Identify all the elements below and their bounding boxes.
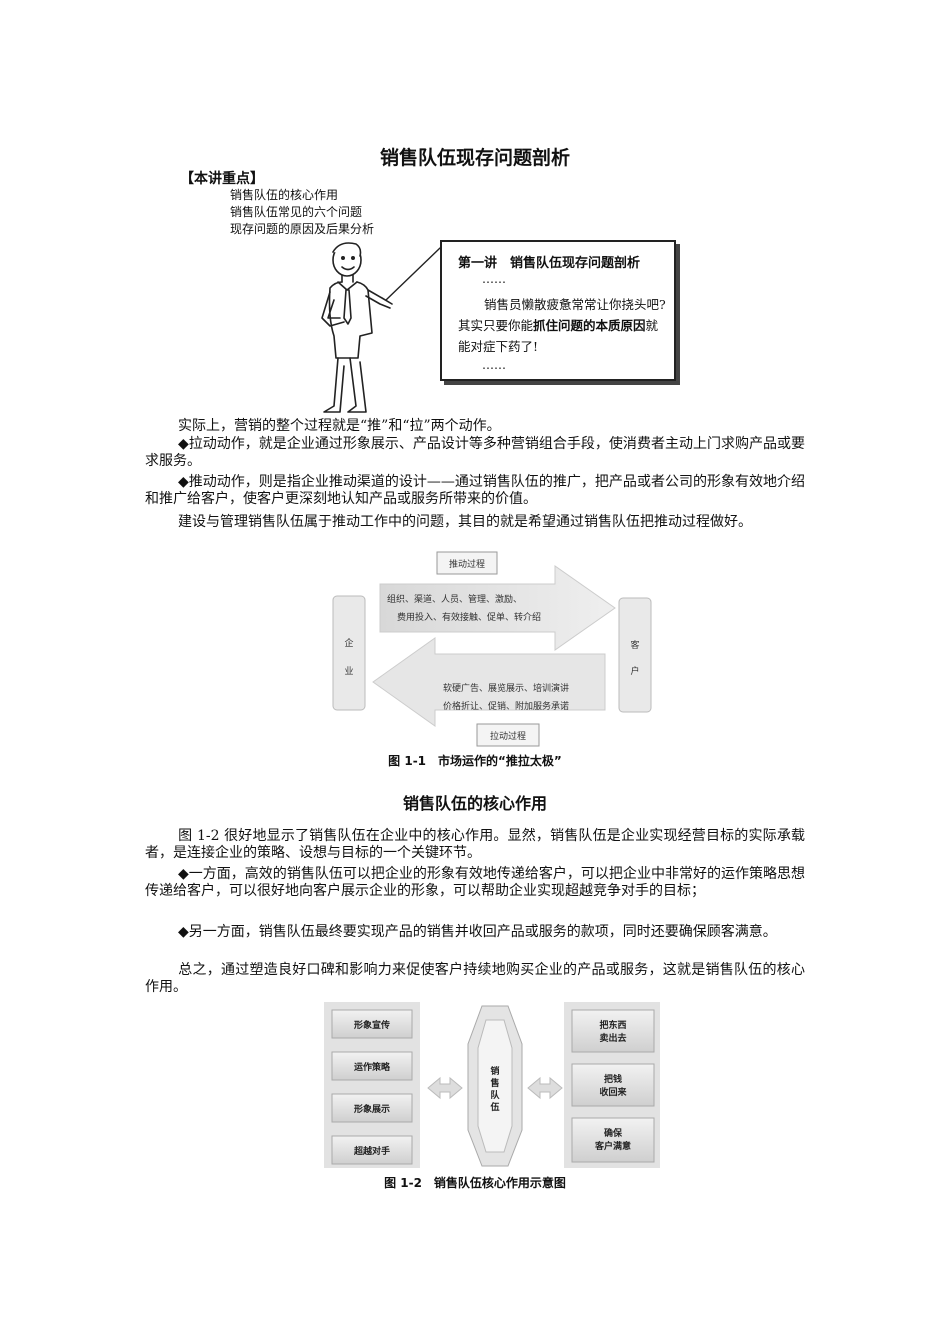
push-label-box: [436, 551, 498, 575]
pull-label-box: [476, 723, 540, 747]
left-boxes: [331, 1009, 413, 1165]
figure-caption: 图 1-2 销售队伍核心作用示意图: [384, 1176, 566, 1190]
left-item: 形象展示: [354, 1103, 390, 1115]
right-item: 客户满意: [594, 1140, 631, 1152]
double-arrow-icon: [527, 1076, 563, 1100]
lecture-slide-box: 第一讲 销售队伍现存问题剖析 …… 销售员懒散疲惫常常让你挠头吧?其实只要你能抓…: [440, 240, 676, 381]
center-char: 销: [490, 1065, 499, 1077]
pull-label: 拉动过程: [490, 730, 526, 742]
key-points-label: 【本讲重点】: [180, 171, 264, 187]
center-char: 队: [490, 1089, 500, 1101]
page-title: 销售队伍现存问题剖析: [379, 147, 570, 169]
slide-ellipsis: ……: [482, 272, 506, 286]
customer-label: 户: [630, 665, 639, 677]
sales-team-role-diagram: 形象宣传 运作策略 形象展示 超越对手 销 售 队 伍 把东西 卖出去 把钱 收…: [324, 1002, 660, 1168]
left-item: 超越对手: [353, 1145, 390, 1157]
paragraph: ◆拉动动作，就是企业通过形象展示、产品设计等多种营销组合手段，使消费者主动上门求…: [145, 436, 805, 469]
presenter-illustration: [321, 242, 441, 413]
push-detail: 组织、渠道、人员、管理、激励、: [387, 593, 522, 605]
paragraph: ◆另一方面，销售队伍最终要实现产品的销售并收回产品或服务的款项，同时还要确保顾客…: [178, 924, 777, 940]
paragraph: 总之，通过塑造良好口碑和影响力来促使客户持续地购买企业的产品或服务，这就是销售队…: [145, 962, 805, 995]
key-point-item: 现存问题的原因及后果分析: [230, 222, 375, 236]
customer-box: [618, 597, 652, 713]
slide-text: 就能对症下药了!: [458, 318, 659, 354]
figure-caption: 图 1-1 市场运作的“推拉太极”: [388, 754, 562, 768]
pull-detail: 软硬广告、展览展示、培训演讲: [443, 682, 569, 694]
paragraph: 图 1-2 很好地显示了销售队伍在企业中的核心作用。显然，销售队伍是企业实现经营…: [145, 828, 805, 861]
slide-ellipsis: ……: [482, 358, 506, 372]
pull-arrow: [372, 637, 606, 727]
right-item: 确保: [604, 1127, 623, 1139]
section-title: 销售队伍的核心作用: [402, 794, 547, 813]
push-detail: 费用投入、有效接触、促单、转介绍: [397, 611, 541, 623]
right-boxes: [571, 1009, 655, 1163]
right-item: 把钱: [604, 1073, 622, 1085]
company-label: 企: [344, 637, 353, 649]
right-item: 收回来: [599, 1086, 627, 1098]
push-pull-diagram: 企 业 客 户 推动过程 组织、渠道、人员、管理、激励、 费用投入、有效接触、促…: [332, 551, 652, 747]
right-item: 卖出去: [599, 1032, 626, 1044]
push-label: 推动过程: [449, 558, 485, 570]
paragraph: ◆推动动作，则是指企业推动渠道的设计——通过销售队伍的推广，把产品或者公司的形象…: [145, 474, 805, 507]
key-point-item: 销售队伍常见的六个问题: [230, 205, 363, 219]
slide-text-bold: 抓住问题的本质原因: [533, 318, 646, 333]
paragraph: ◆一方面，高效的销售队伍可以把企业的形象有效地传递给客户，可以把企业中非常好的运…: [145, 866, 805, 899]
center-char: 售: [489, 1077, 499, 1089]
left-item: 运作策略: [354, 1061, 391, 1073]
center-char: 伍: [489, 1101, 499, 1113]
slide-text: 销售员懒散疲惫常常让你挠头吧?其实只要你能: [458, 297, 666, 333]
slide-heading: 第一讲 销售队伍现存问题剖析: [458, 256, 641, 271]
paragraph: 实际上，营销的整个过程就是“推”和“拉”两个动作。: [178, 418, 501, 434]
slide-body: 销售员懒散疲惫常常让你挠头吧?其实只要你能抓住问题的本质原因就能对症下药了!: [458, 294, 668, 357]
paragraph: 建设与管理销售队伍属于推动工作中的问题，其目的就是希望通过销售队伍把推动过程做好…: [178, 514, 752, 530]
right-item: 把东西: [599, 1019, 626, 1031]
company-box: [332, 595, 366, 711]
pull-detail: 价格折让、促销、附加服务承诺: [443, 700, 569, 712]
company-label: 业: [344, 666, 353, 677]
push-arrow: [379, 565, 616, 651]
double-arrow-icon: [427, 1076, 463, 1100]
customer-label: 客: [630, 639, 639, 651]
left-item: 形象宣传: [354, 1019, 390, 1031]
key-point-item: 销售队伍的核心作用: [230, 188, 339, 202]
